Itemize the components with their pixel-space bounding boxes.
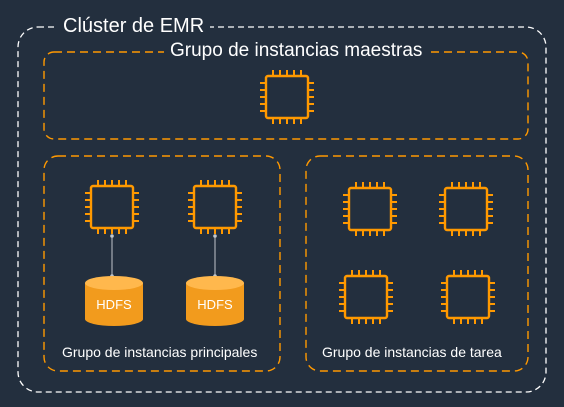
master-group-title: Grupo de instancias maestras bbox=[164, 41, 429, 60]
hdfs-label: HDFS bbox=[96, 297, 132, 312]
hdfs-label: HDFS bbox=[197, 297, 233, 312]
core-instance-icon bbox=[85, 180, 139, 234]
connector-dot bbox=[110, 234, 114, 238]
cluster-title: Clúster de EMR bbox=[57, 16, 211, 36]
core-instance-icon bbox=[188, 180, 242, 234]
task-instance-icon bbox=[439, 182, 493, 236]
task-instance-icon bbox=[339, 270, 393, 324]
task-instance-icon bbox=[343, 182, 397, 236]
connector-dot bbox=[213, 234, 217, 238]
hdfs-storage-icon: HDFS bbox=[85, 276, 143, 326]
task-group-title: Grupo de instancias de tarea bbox=[322, 344, 502, 360]
cluster-boundary bbox=[17, 26, 547, 393]
core-group-boundary bbox=[43, 155, 281, 372]
task-group-boundary bbox=[305, 155, 529, 372]
core-group-title: Grupo de instancias principales bbox=[62, 344, 258, 360]
master-group-boundary bbox=[43, 51, 529, 140]
hdfs-storage-icon: HDFS bbox=[186, 276, 244, 326]
master-instance-icon bbox=[260, 70, 314, 124]
task-instance-icon bbox=[441, 270, 495, 324]
